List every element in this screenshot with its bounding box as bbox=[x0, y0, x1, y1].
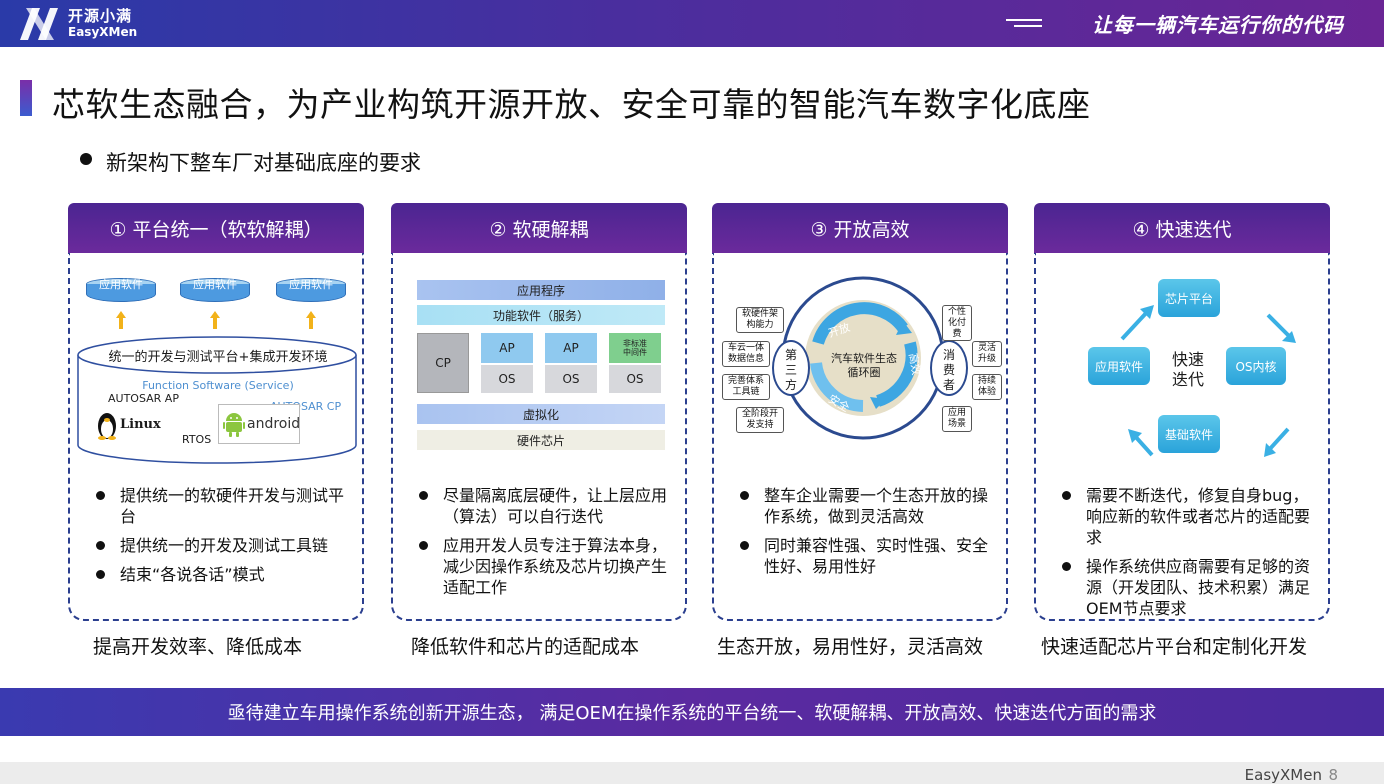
feature-box: 车云一体数据信息 bbox=[722, 341, 770, 367]
rtos-label: RTOS bbox=[182, 433, 212, 446]
page-number: 8 bbox=[1328, 766, 1338, 784]
title-accent-bar bbox=[20, 80, 32, 116]
brand-name-en: EasyXMen bbox=[68, 25, 138, 39]
feature-box: 全阶段开发支持 bbox=[736, 407, 784, 433]
list-item: 整车企业需要一个生态开放的操作系统，做到灵活高效 bbox=[738, 485, 990, 527]
subtitle-bullet bbox=[80, 153, 92, 165]
bullet-list: 需要不断迭代，修复自身bug，响应新的软件或者芯片的适配要求 操作系统供应商需要… bbox=[1060, 485, 1312, 627]
function-software-label: Function Software (Service) bbox=[142, 379, 294, 392]
feature-box: 应用场景 bbox=[942, 406, 972, 432]
footer-bar bbox=[0, 762, 1384, 784]
up-arrow-icon bbox=[306, 311, 316, 329]
iteration-center-label: 快速迭代 bbox=[1171, 350, 1204, 389]
list-item: 同时兼容性强、实时性强、安全性好、易用性好 bbox=[738, 535, 990, 577]
feature-box: 灵活升级 bbox=[972, 341, 1002, 367]
slogan: 让每一辆汽车运行你的代码 bbox=[1092, 13, 1344, 37]
list-item: 需要不断迭代，修复自身bug，响应新的软件或者芯片的适配要求 bbox=[1060, 485, 1312, 548]
slogan-speed-lines-icon bbox=[1006, 19, 1042, 27]
header-bar: 开源小满 EasyXMen 让每一辆汽车运行你的代码 bbox=[0, 0, 1384, 47]
node-basic-software: 基础软件 bbox=[1158, 415, 1220, 453]
page-subtitle: 新架构下整车厂对基础底座的要求 bbox=[106, 151, 421, 175]
list-item: 应用开发人员专注于算法本身，减少因操作系统及芯片切换产生适配工作 bbox=[417, 535, 669, 598]
up-arrow-icon bbox=[116, 311, 126, 329]
panel-open-efficient: ③ 开放高效 开放 高效 安全 汽车软件生态循环圈 第三方 消费者 软硬件架构能… bbox=[712, 203, 1008, 621]
list-item: 结束“各说各话”模式 bbox=[94, 564, 346, 585]
bullet-list: 提供统一的软硬件开发与测试平台 提供统一的开发及测试工具链 结束“各说各话”模式 bbox=[94, 485, 346, 593]
bullet-list: 尽量隔离底层硬件，让上层应用（算法）可以自行迭代 应用开发人员专注于算法本身，减… bbox=[417, 485, 669, 606]
list-item: 提供统一的开发及测试工具链 bbox=[94, 535, 346, 556]
platform-label: 统一的开发与测试平台+集成开发环境 bbox=[108, 350, 328, 365]
feature-box: 个性化付费 bbox=[942, 305, 972, 341]
list-item: 提供统一的软硬件开发与测试平台 bbox=[94, 485, 346, 527]
panel-body: 开放 高效 安全 汽车软件生态循环圈 第三方 消费者 软硬件架构能力 车云一体数… bbox=[712, 253, 1008, 621]
tux-penguin-icon bbox=[98, 413, 116, 440]
panel-title: ① 平台统一（软软解耦） bbox=[68, 203, 364, 253]
feature-box: 软硬件架构能力 bbox=[736, 307, 784, 333]
third-party-label: 第三方 bbox=[784, 348, 797, 392]
panel-platform-unified: ① 平台统一（软软解耦） 应用软件 应用软件 应用软件 统一的开发与测试平台+集… bbox=[68, 203, 364, 621]
ap-block: AP bbox=[545, 333, 597, 363]
os-block: OS bbox=[545, 365, 597, 393]
cycle-center-label: 汽车软件生态循环圈 bbox=[831, 352, 897, 379]
layer-function-software: 功能软件（服务） bbox=[417, 305, 665, 325]
ap-block: AP bbox=[481, 333, 533, 363]
layer-virtualization: 虚拟化 bbox=[417, 404, 665, 424]
easyxmen-logo-icon bbox=[20, 8, 58, 40]
node-app-software: 应用软件 bbox=[1088, 347, 1150, 385]
panel-caption: 降低软件和芯片的适配成本 bbox=[411, 636, 640, 658]
up-arrow-icon bbox=[210, 311, 220, 329]
linux-label: Linux bbox=[120, 417, 161, 432]
consumer-label: 消费者 bbox=[942, 348, 955, 392]
ecosystem-cycle-diagram bbox=[781, 276, 945, 440]
brand-name-cn: 开源小满 bbox=[68, 7, 133, 25]
cycle-arrows-icon bbox=[1120, 305, 1296, 457]
os-block: OS bbox=[609, 365, 661, 393]
android-robot-icon bbox=[223, 413, 245, 437]
bullet-list: 整车企业需要一个生态开放的操作系统，做到灵活高效 同时兼容性强、实时性强、安全性… bbox=[738, 485, 990, 585]
list-item: 尽量隔离底层硬件，让上层应用（算法）可以自行迭代 bbox=[417, 485, 669, 527]
app-software-cylinder: 应用软件 bbox=[180, 278, 250, 306]
linux-badge: Linux bbox=[96, 408, 166, 442]
feature-box: 完善体系工具链 bbox=[722, 374, 770, 400]
page-title: 芯软生态融合，为产业构筑开源开放、安全可靠的智能汽车数字化底座 bbox=[52, 85, 1091, 124]
panel-caption: 生态开放，易用性好，灵活高效 bbox=[717, 636, 984, 658]
android-label: android bbox=[247, 416, 301, 432]
app-software-cylinder: 应用软件 bbox=[86, 278, 156, 306]
android-badge: android bbox=[218, 404, 300, 444]
node-chip-platform: 芯片平台 bbox=[1158, 279, 1220, 317]
third-party-node: 第三方 bbox=[772, 340, 810, 396]
conclusion-banner: 亟待建立车用操作系统创新开源生态， 满足OEM在操作系统的平台统一、软硬解耦、开… bbox=[0, 688, 1384, 736]
footer-brand: EasyXMen bbox=[1244, 766, 1322, 784]
panel-caption: 提高开发效率、降低成本 bbox=[93, 636, 303, 658]
panel-fast-iteration: ④ 快速迭代 芯片平台 应用软件 OS内核 基础软件 快速迭代 需要不断迭代，修… bbox=[1034, 203, 1330, 621]
layer-application: 应用程序 bbox=[417, 280, 665, 300]
list-item: 操作系统供应商需要有足够的资源（开发团队、技术积累）满足OEM节点要求 bbox=[1060, 556, 1312, 619]
cp-block: CP bbox=[417, 333, 469, 393]
panel-title: ② 软硬解耦 bbox=[391, 203, 687, 253]
panel-body: 应用程序 功能软件（服务） CP AP AP 非标准中间件 OS OS OS 虚… bbox=[391, 253, 687, 621]
node-os-kernel: OS内核 bbox=[1226, 347, 1286, 385]
panel-title: ④ 快速迭代 bbox=[1034, 203, 1330, 253]
panel-title: ③ 开放高效 bbox=[712, 203, 1008, 253]
autosar-ap-label: AUTOSAR AP bbox=[108, 392, 179, 405]
app-software-cylinder: 应用软件 bbox=[276, 278, 346, 306]
panel-caption: 快速适配芯片平台和定制化开发 bbox=[1041, 636, 1308, 658]
consumer-node: 消费者 bbox=[930, 340, 968, 396]
feature-box: 持续体验 bbox=[972, 374, 1002, 400]
panel-sw-hw-decoupling: ② 软硬解耦 应用程序 功能软件（服务） CP AP AP 非标准中间件 OS … bbox=[391, 203, 687, 621]
layer-hardware-chip: 硬件芯片 bbox=[417, 430, 665, 450]
panel-body: 芯片平台 应用软件 OS内核 基础软件 快速迭代 需要不断迭代，修复自身bug，… bbox=[1034, 253, 1330, 621]
os-block: OS bbox=[481, 365, 533, 393]
nonstandard-middleware-block: 非标准中间件 bbox=[609, 333, 661, 363]
panel-body: 应用软件 应用软件 应用软件 统一的开发与测试平台+集成开发环境 Functio… bbox=[68, 253, 364, 621]
